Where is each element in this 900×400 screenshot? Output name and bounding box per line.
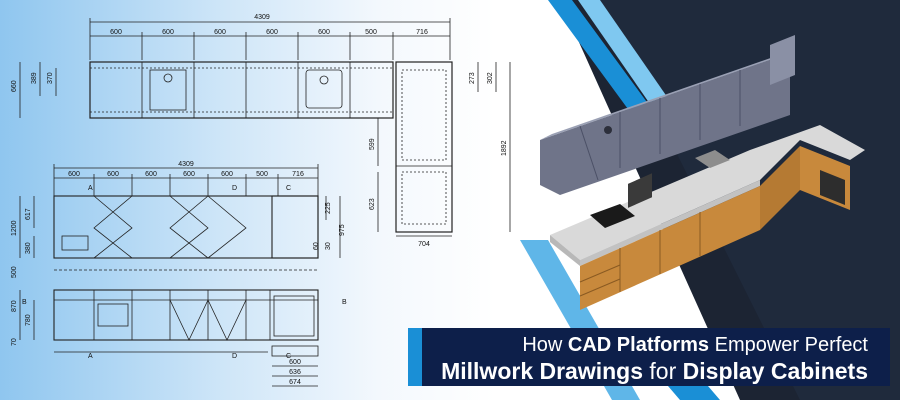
top-bottom-dim: 704	[418, 241, 430, 248]
top-left-dim: 370	[47, 72, 54, 84]
section-label: A	[88, 353, 93, 360]
top-view-labels: 4309 600 600 600 600 600 500 716 660 389…	[11, 14, 508, 248]
front-seg-dim: 500	[256, 171, 268, 178]
top-seg-dim: 716	[416, 29, 428, 36]
section-label: C	[286, 353, 291, 360]
headline-text: How	[522, 334, 568, 356]
top-right-dim: 302	[487, 72, 494, 84]
headline-line-2: Millwork Drawings for Display Cabinets	[441, 358, 868, 385]
front-left-dim: 1200	[11, 220, 18, 236]
headline-text: Empower Perfect	[709, 334, 868, 356]
front-right-dim: 225	[325, 202, 332, 214]
upper-cabinets	[540, 35, 795, 195]
cabinet-3d-render	[540, 35, 865, 310]
front-left-dim: 70	[11, 338, 18, 346]
top-view	[19, 18, 511, 237]
technical-drawing: 4309 600 600 600 600 600 500 716 660 389…	[11, 14, 511, 387]
base-cabinets	[579, 146, 850, 310]
top-right-dim: 1892	[501, 140, 508, 156]
front-left-dim: 870	[11, 300, 18, 312]
top-seg-dim: 600	[162, 29, 174, 36]
section-label: B	[22, 299, 27, 306]
tall-dim: 599	[369, 138, 376, 150]
front-seg-dim: 600	[183, 171, 195, 178]
front-left-dim: 780	[25, 314, 32, 326]
headline-line-1: How CAD Platforms Empower Perfect	[522, 334, 868, 357]
front-left-dim: 380	[25, 242, 32, 254]
front-view-labels: 4309 600 600 600 600 600 500 716 A D C B…	[11, 161, 347, 386]
top-seg-dim: 600	[266, 29, 278, 36]
section-label: D	[232, 185, 237, 192]
front-overall-dim: 4309	[178, 161, 194, 168]
top-right-dim: 273	[469, 72, 476, 84]
section-label: A	[88, 185, 93, 192]
headline-bold-text: CAD Platforms	[567, 334, 710, 356]
tall-dim: 623	[369, 198, 376, 210]
section-label: B	[342, 299, 347, 306]
front-right-dim: 60	[313, 242, 320, 250]
top-seg-dim: 600	[214, 29, 226, 36]
front-bottom-dim: 600	[289, 359, 301, 366]
front-seg-dim: 716	[292, 171, 304, 178]
top-left-dim: 389	[31, 72, 38, 84]
headline-banner: How CAD Platforms Empower Perfect Millwo…	[408, 328, 890, 386]
top-seg-dim: 600	[318, 29, 330, 36]
front-right-dim: 975	[339, 224, 346, 236]
front-left-dim: 617	[25, 208, 32, 220]
top-overall-dim: 4309	[254, 14, 270, 21]
countertop	[550, 125, 865, 266]
front-left-dim: 500	[11, 266, 18, 278]
headline-text: for	[643, 358, 683, 384]
front-seg-dim: 600	[68, 171, 80, 178]
section-label: C	[286, 185, 291, 192]
front-seg-dim: 600	[107, 171, 119, 178]
front-bottom-dim: 636	[289, 369, 301, 376]
top-left-dim: 660	[11, 80, 18, 92]
front-seg-dim: 600	[145, 171, 157, 178]
front-bottom-dim: 674	[289, 379, 301, 386]
top-seg-dim: 600	[110, 29, 122, 36]
headline-accent-bar	[408, 328, 422, 386]
headline-bold-text: Millwork Drawings	[441, 358, 644, 384]
front-right-dim: 30	[325, 242, 332, 250]
front-view	[19, 164, 341, 387]
front-seg-dim: 600	[221, 171, 233, 178]
headline-bold-text: Display Cabinets	[682, 358, 868, 384]
top-seg-dim: 500	[365, 29, 377, 36]
section-label: D	[232, 353, 237, 360]
